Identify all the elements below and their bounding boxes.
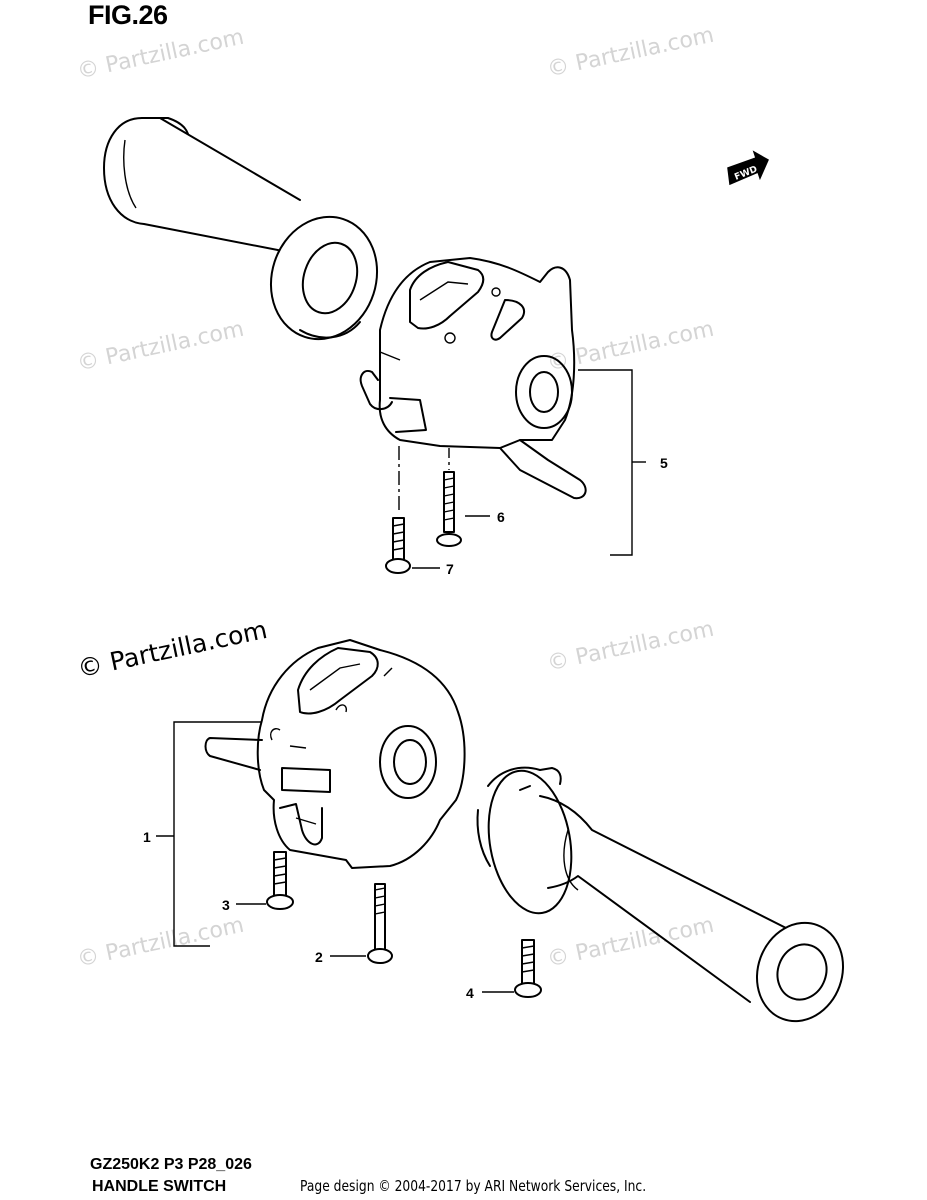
right-grip <box>476 766 845 1023</box>
page-credit: Page design © 2004-2017 by ARI Network S… <box>300 1177 647 1195</box>
left-switch-housing <box>359 257 587 500</box>
screw-3 <box>266 851 294 910</box>
callout-1: 1 <box>143 829 151 845</box>
left-grip <box>103 117 379 341</box>
callout-6: 6 <box>497 509 505 525</box>
callout-5: 5 <box>660 455 668 471</box>
section-name: HANDLE SWITCH <box>92 1178 227 1195</box>
screw-4 <box>514 939 542 998</box>
callout-4: 4 <box>466 985 474 1001</box>
right-switch-housing <box>204 639 466 869</box>
model-code: GZ250K2 P3 P28_026 <box>90 1156 252 1173</box>
figure-title: FIG.26 <box>88 0 168 30</box>
callout-3: 3 <box>222 897 230 913</box>
screw-7 <box>385 517 411 574</box>
screw-2 <box>367 883 393 964</box>
screw-6 <box>436 471 462 547</box>
callout-2: 2 <box>315 949 323 965</box>
fwd-arrow-icon: FWD <box>727 150 769 186</box>
callout-7: 7 <box>446 561 454 577</box>
